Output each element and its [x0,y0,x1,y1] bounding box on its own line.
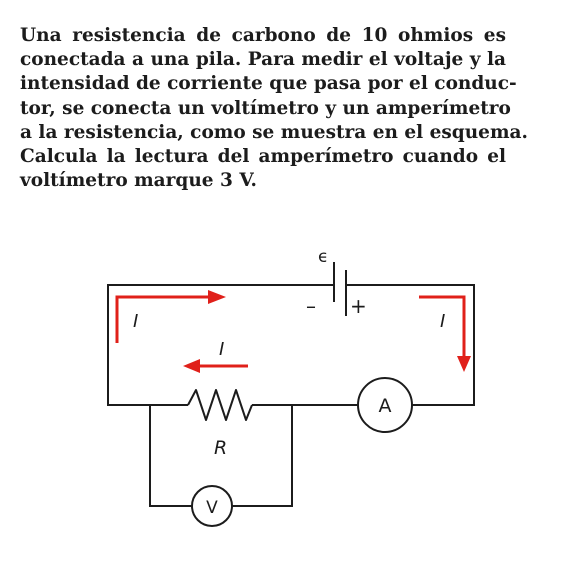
wire-voltmeter-left [149,405,192,507]
resistor-symbol [187,389,253,421]
current-label-resistor: I [219,339,224,360]
current-arrow-resistor-head [183,359,200,373]
voltmeter: V [191,485,233,527]
ammeter-label: A [379,395,392,417]
battery-plus-label: + [350,294,367,318]
ammeter: A [357,377,413,433]
circuit-wires [107,284,475,507]
current-label-right: I [440,311,445,332]
wire-voltmeter-right [232,405,293,507]
current-arrow-top-left-head [208,290,226,304]
voltmeter-circle [191,485,233,527]
current-arrow-top-left-line [115,295,208,343]
voltmeter-label: V [206,498,218,518]
problem-line-3: intensidad de corriente que pasa por el … [20,73,517,95]
problem-line-7: voltímetro marque 3 V. [20,170,257,192]
battery: ϵ – + [306,247,367,318]
resistor-label: R [214,437,227,459]
battery-minus-label: – [306,294,316,318]
problem-line-1: Una resistencia de carbono de 10 ohmios … [20,25,506,46]
ammeter-circle [357,377,413,433]
wire-top-left [107,284,334,406]
problem-line-6: Calcula la lectura del amperímetro cuand… [20,146,506,168]
current-label-left: I [133,311,138,332]
emf-label: ϵ [318,247,328,267]
current-arrow-top-right-line [419,295,466,356]
current-arrow-resistor: I [183,339,248,373]
current-arrow-top-right-head [457,356,471,372]
wire-top-right [346,284,475,406]
current-arrow-top-right: I [419,295,471,372]
current-arrow-top-left: I [115,290,226,343]
problem-statement: Una resistencia de carbono de 10 ohmios … [20,24,528,193]
problem-line-5: a la resistencia, como se muestra en el … [20,121,528,143]
problem-line-4: tor, se conecta un voltímetro y un amper… [20,97,511,119]
problem-line-2: conectada a una pila. Para medir el volt… [20,49,506,71]
